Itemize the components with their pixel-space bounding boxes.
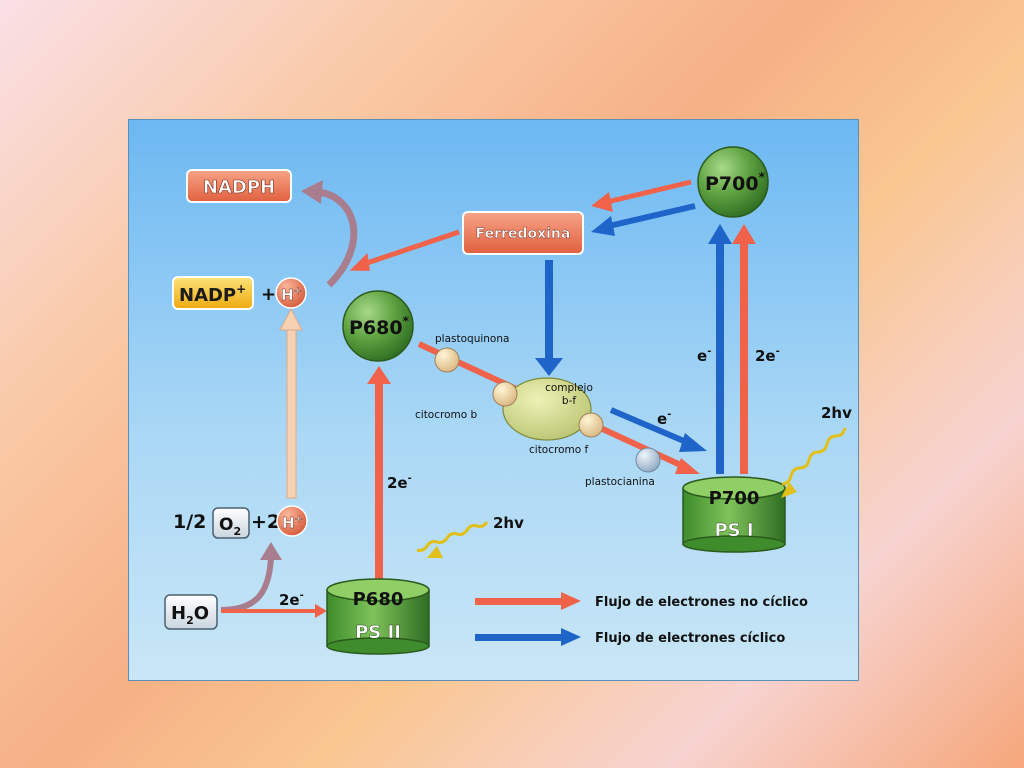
svg-text:H+: H+: [281, 286, 302, 304]
nadp-box: NADP+: [172, 276, 254, 310]
legend-noncyclic-arrow: [475, 592, 581, 610]
nadp-label: NADP+: [179, 282, 246, 306]
cyclic-e-label: e-: [657, 409, 671, 428]
arrow-ferredoxin-to-nadp: [349, 229, 460, 271]
arrow-water-protons-up: [279, 307, 303, 499]
half-label: 1/2: [173, 511, 206, 533]
cytochrome-bf-complex: complejo b-f: [502, 377, 593, 441]
arrow-water-to-ps2: [221, 604, 327, 618]
plastocianina-label: plastocianina: [585, 476, 655, 488]
proton-sphere: H+: [275, 277, 307, 309]
svg-text:O2: O2: [219, 515, 241, 538]
water-box: H2O: [164, 594, 218, 630]
arrow-water-split: [220, 542, 282, 613]
legend-noncyclic-label: Flujo de electrones no cíclico: [595, 595, 808, 610]
ferredoxin-label: Ferredoxina: [476, 226, 571, 242]
p700-excited-sphere: P700*: [697, 146, 769, 218]
water-2e-label: 2e-: [279, 590, 304, 609]
legend: Flujo de electrones no cíclico Flujo de …: [475, 592, 808, 646]
legend-cyclic-label: Flujo de electrones cíclico: [595, 631, 785, 646]
plastoquinona-label: plastoquinona: [435, 333, 509, 345]
light-ps1-label: 2hv: [821, 404, 852, 422]
complejo-label: complejo: [545, 382, 593, 394]
bf-label: b-f: [562, 395, 576, 407]
proton-sphere-water: H+: [276, 505, 308, 537]
oxygen-box: O2: [212, 507, 250, 539]
svg-text:P700*: P700*: [705, 170, 766, 195]
svg-text:P680*: P680*: [349, 314, 410, 339]
arrow-p700-to-ferredoxin-cyclic: [591, 203, 696, 236]
nadph-box: NADPH: [186, 169, 292, 203]
light-wave-ps2: [416, 521, 489, 558]
svg-text:H2O: H2O: [171, 603, 209, 627]
citocromo-f-label: citocromo f: [529, 444, 589, 456]
arrow-ps1-cyclic-up: [708, 224, 732, 474]
ps1-top-label: P700: [709, 488, 760, 509]
arrow-cyclic-to-ps1: [609, 407, 707, 452]
p680-excited-sphere: P680*: [342, 290, 414, 362]
citocromo-b-label: citocromo b: [415, 409, 478, 421]
diagram-panel: NADPH NADP+ + H+ Ferredoxina P700* P680*…: [128, 119, 859, 681]
ps1-2e-label: 2e-: [755, 346, 780, 365]
svg-text:H+: H+: [282, 514, 303, 532]
ps1-bottom-label: PS I: [714, 520, 753, 541]
legend-cyclic-arrow: [475, 628, 581, 646]
arrow-ferredoxin-to-complex: [535, 260, 563, 376]
arrow-ps2-excitation: [367, 366, 391, 584]
ps2-2e-label: 2e-: [387, 473, 412, 492]
plastocyanin-bead: [635, 447, 661, 473]
light-ps2-label: 2hv: [493, 514, 524, 532]
plastoquinone-bead: [434, 347, 460, 373]
plus-sign: +: [261, 284, 276, 305]
ps2-bottom-label: PS II: [355, 622, 401, 643]
cytochrome-b-bead: [492, 381, 518, 407]
light-wave-ps1: [781, 427, 847, 498]
arrow-ps1-noncyclic-up: [732, 224, 756, 474]
photosystem-i-cylinder: P700 PS I: [682, 476, 786, 553]
plus-two-label: +2: [251, 511, 280, 533]
arrow-p700-to-ferredoxin: [591, 179, 692, 212]
ps1-e-label: e-: [697, 346, 711, 365]
nadph-label: NADPH: [203, 177, 275, 198]
z-scheme-diagram: NADPH NADP+ + H+ Ferredoxina P700* P680*…: [164, 146, 852, 655]
cytochrome-f-bead: [578, 412, 604, 438]
arrow-h-to-nadph: [301, 180, 358, 288]
ferredoxin-box: Ferredoxina: [462, 211, 584, 255]
ps2-top-label: P680: [353, 589, 404, 610]
photosystem-ii-cylinder: P680 PS II: [326, 578, 430, 655]
